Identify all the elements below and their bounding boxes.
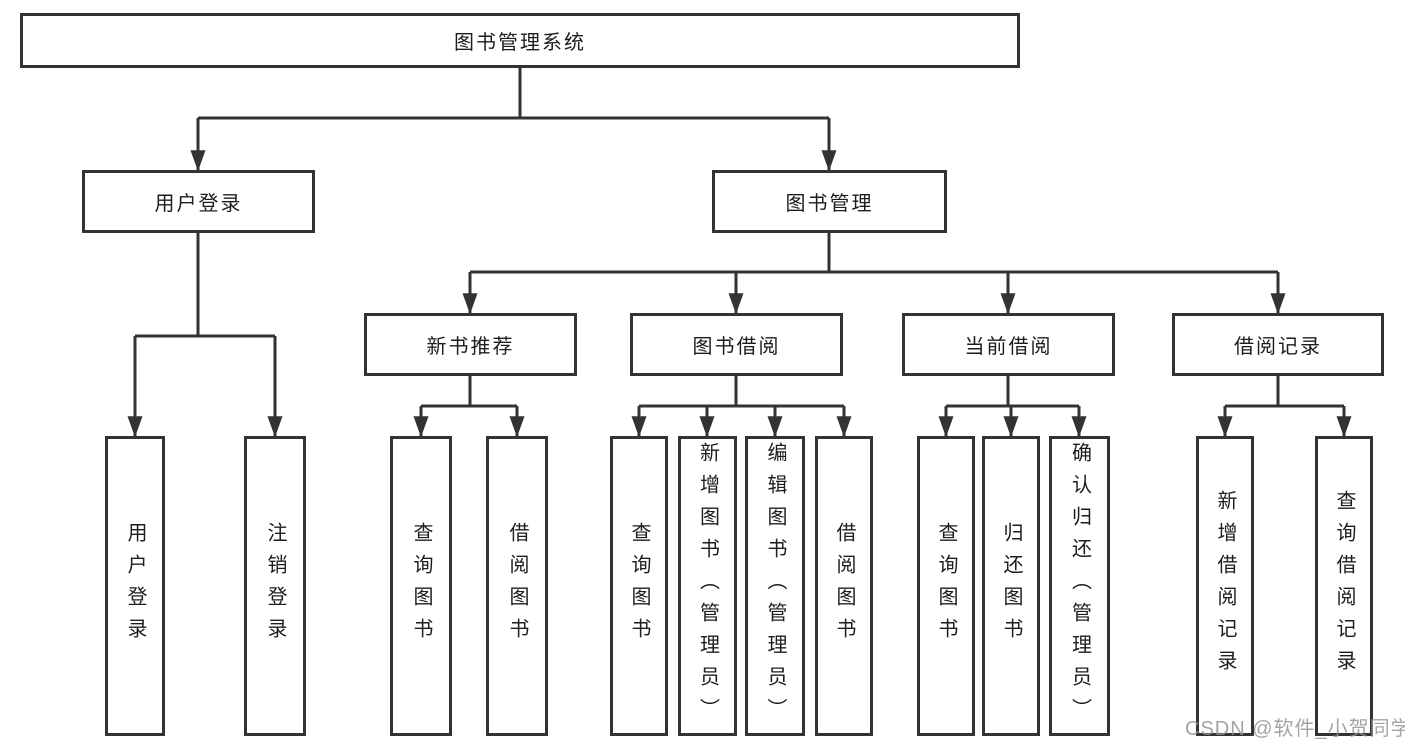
node-book-management: 图书管理 (712, 170, 947, 233)
csdn-watermark: CSDN @软件_小贺同学 (1185, 718, 1405, 740)
node-label: 确认归还（管理员） (1068, 442, 1091, 730)
node-label: 借阅图书 (506, 522, 528, 650)
node-label: 查询图书 (628, 522, 650, 650)
node-library-management-system: 图书管理系统 (20, 13, 1020, 68)
connector-current-borrow-trunk (946, 376, 1079, 408)
node-label: 图书借阅 (692, 336, 781, 358)
node-borrow-records: 借阅记录 (1172, 313, 1384, 376)
connector-root-trunk (198, 68, 829, 120)
node-label: 新增借阅记录 (1214, 490, 1236, 682)
leaf-user-login: 用户登录 (105, 436, 165, 736)
node-label: 图书管理系统 (454, 32, 586, 54)
leaf-br-query-borrow-record: 查询借阅记录 (1315, 436, 1373, 736)
node-book-borrow: 图书借阅 (630, 313, 843, 376)
leaf-bb-borrow-books: 借阅图书 (815, 436, 873, 736)
node-label: 用户登录 (124, 522, 146, 650)
node-label: 当前借阅 (964, 336, 1053, 358)
connector-new-book-recommend-trunk (421, 376, 517, 408)
node-current-borrow: 当前借阅 (902, 313, 1115, 376)
node-label: 借阅图书 (833, 522, 855, 650)
node-label: 图书管理 (785, 193, 874, 215)
leaf-bb-edit-books-admin: 编辑图书（管理员） (745, 436, 805, 736)
node-label: 查询借阅记录 (1333, 490, 1355, 682)
connector-user-login-trunk (135, 233, 275, 338)
node-label: 用户登录 (154, 193, 243, 215)
leaf-bb-add-books-admin: 新增图书（管理员） (678, 436, 737, 736)
node-label: 新增图书（管理员） (696, 442, 719, 730)
node-label: 借阅记录 (1234, 336, 1322, 358)
leaf-cb-query-books: 查询图书 (917, 436, 975, 736)
connector-book-borrow-trunk (639, 376, 844, 408)
node-label: 归还图书 (1000, 522, 1022, 650)
leaf-cb-confirm-return-admin: 确认归还（管理员） (1049, 436, 1110, 736)
node-label: 查询图书 (935, 522, 957, 650)
connector-book-management-trunk (470, 233, 1278, 274)
leaf-logout: 注销登录 (244, 436, 306, 736)
leaf-nbr-query-books: 查询图书 (390, 436, 452, 736)
leaf-bb-query-books: 查询图书 (610, 436, 668, 736)
connector-borrow-records-trunk (1225, 376, 1344, 408)
node-label: 注销登录 (264, 522, 286, 650)
leaf-br-add-borrow-record: 新增借阅记录 (1196, 436, 1254, 736)
node-label: 编辑图书（管理员） (764, 442, 786, 730)
node-label: 查询图书 (410, 522, 432, 650)
leaf-cb-return-books: 归还图书 (982, 436, 1040, 736)
node-label: 新书推荐 (426, 336, 515, 358)
node-user-login: 用户登录 (82, 170, 315, 233)
node-new-book-recommend: 新书推荐 (364, 313, 577, 376)
leaf-nbr-borrow-books: 借阅图书 (486, 436, 548, 736)
